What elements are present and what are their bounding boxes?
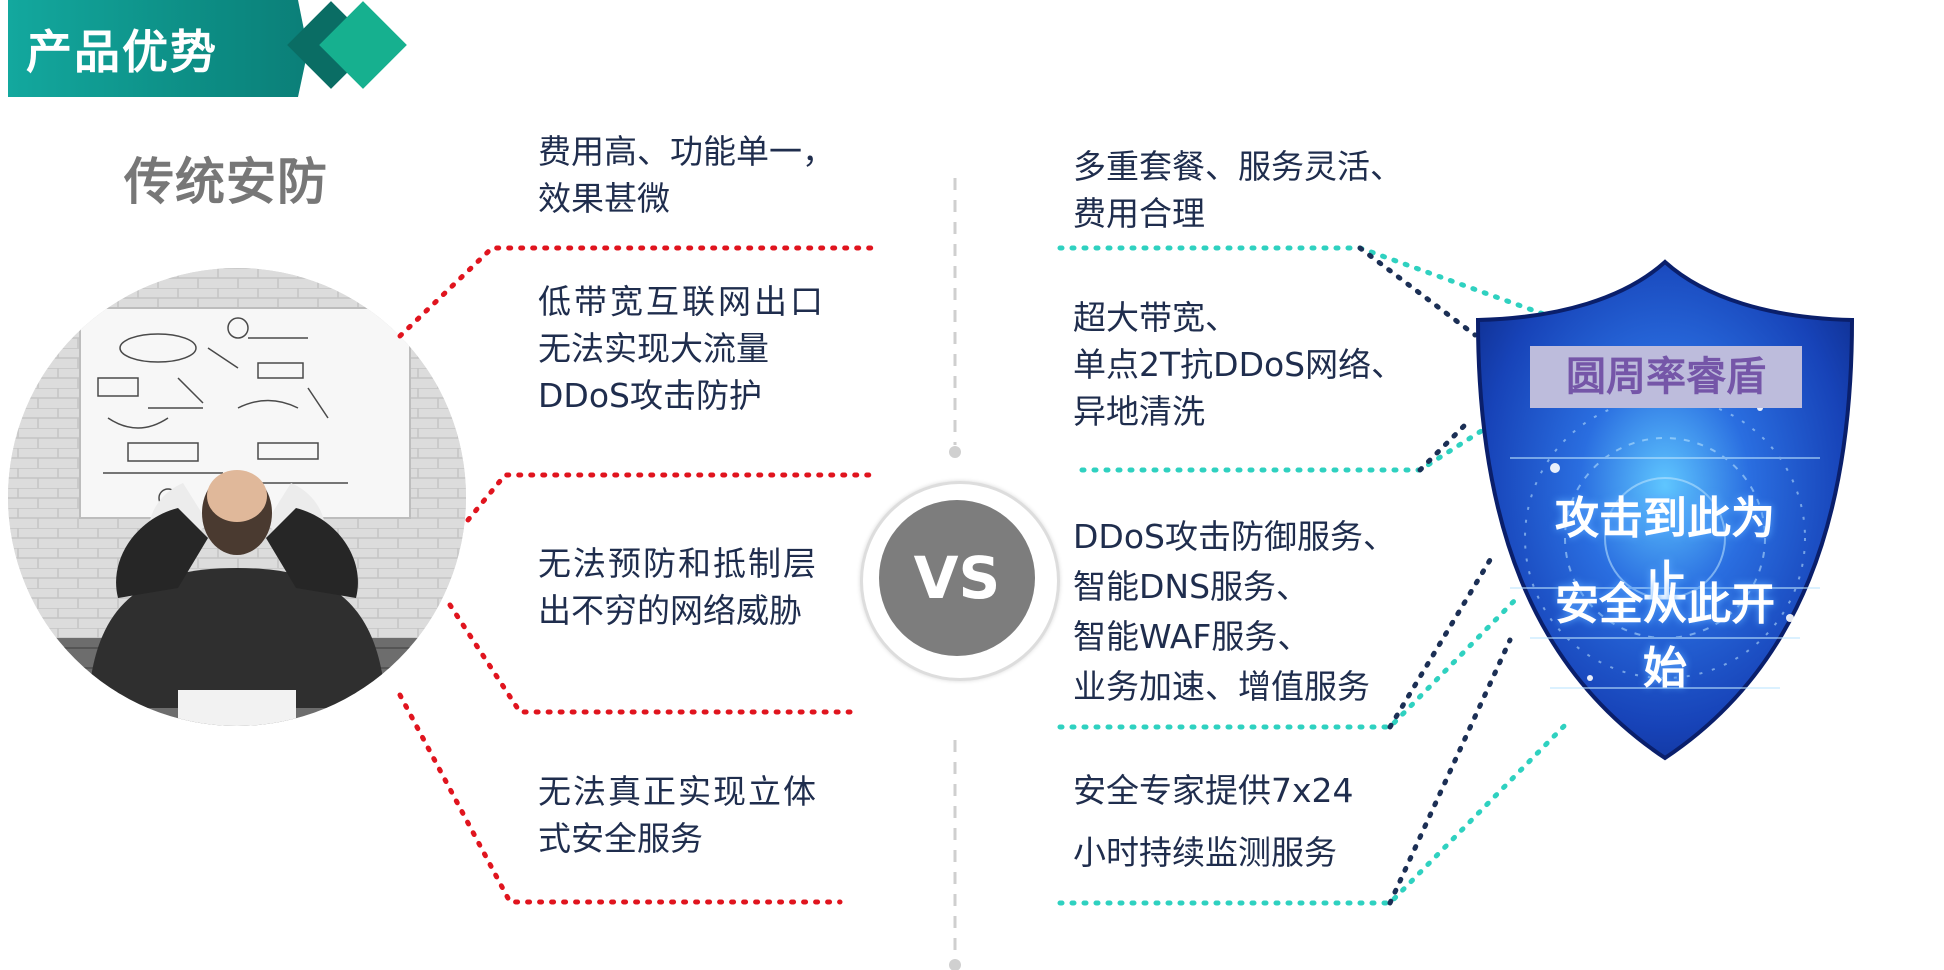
businessman-whiteboard-photo xyxy=(8,268,466,726)
right-point-2-line3: 异地清洗 xyxy=(1073,392,1205,431)
left-point-3-line2: 出不穷的网络威胁 xyxy=(538,591,802,630)
right-point-3-line1: DDoS攻击防御服务、 xyxy=(1073,517,1396,556)
left-point-4: 无法真正实现立体 式安全服务 xyxy=(538,768,818,862)
left-point-1-line2: 效果甚微 xyxy=(538,179,670,218)
right-point-3-line2: 智能DNS服务、 xyxy=(1073,567,1310,606)
right-point-4-line1: 安全专家提供7x24 xyxy=(1073,771,1354,810)
left-point-1: 费用高、功能单一， 效果甚微 xyxy=(538,128,835,222)
right-point-1: 多重套餐、服务灵活、 费用合理 xyxy=(1073,143,1403,237)
right-point-1-line2: 费用合理 xyxy=(1073,194,1205,233)
right-point-4-line2: 小时持续监测服务 xyxy=(1073,833,1337,872)
shield-slogan-line2: 安全从此开始 xyxy=(1555,579,1775,694)
right-point-2-line1: 超大带宽、 xyxy=(1073,298,1238,337)
traditional-security-title: 传统安防 xyxy=(124,153,328,211)
left-point-3: 无法预防和抵制层 出不穷的网络威胁 xyxy=(538,540,818,634)
right-point-3: DDoS攻击防御服务、 智能DNS服务、 智能WAF服务、 业务加速、增值服务 xyxy=(1073,512,1396,712)
right-point-2: 超大带宽、 单点2T抗DDoS网络、 异地清洗 xyxy=(1073,294,1404,435)
right-point-3-line4: 业务加速、增值服务 xyxy=(1073,667,1370,706)
left-point-1-line1: 费用高、功能单一， xyxy=(538,132,835,171)
left-point-2-line2: 无法实现大流量 xyxy=(538,329,769,368)
left-red-dotted-connectors xyxy=(397,245,883,905)
left-point-4-line1: 无法真正实现立体 xyxy=(538,772,818,811)
section-title: 产品优势 xyxy=(26,25,218,79)
divider-dot-top xyxy=(949,446,961,458)
right-point-2-line2: 单点2T抗DDoS网络、 xyxy=(1073,345,1405,384)
shield-brand-name: 圆周率睿盾 xyxy=(1566,354,1766,400)
right-point-3-line3: 智能WAF服务、 xyxy=(1073,617,1311,656)
right-navy-dotted-connectors xyxy=(1357,245,1513,906)
vs-badge: VS xyxy=(879,500,1035,656)
divider-dot-bottom xyxy=(949,959,961,970)
left-point-2: 低带宽互联网出口 无法实现大流量 DDoS攻击防护 xyxy=(538,278,826,419)
left-point-4-line2: 式安全服务 xyxy=(538,819,703,858)
vs-label: VS xyxy=(913,544,1001,612)
left-point-2-line3: DDoS攻击防护 xyxy=(538,376,762,415)
left-point-2-line1: 低带宽互联网出口 xyxy=(538,282,826,321)
shield-brand-backdrop xyxy=(1530,346,1802,408)
left-point-3-line1: 无法预防和抵制层 xyxy=(538,544,818,583)
shield-slogan-line1: 攻击到此为止 xyxy=(1555,493,1775,608)
right-point-1-line1: 多重套餐、服务灵活、 xyxy=(1073,147,1403,186)
right-point-4: 安全专家提供7x24 小时持续监测服务 xyxy=(1073,760,1354,884)
section-header-ribbon xyxy=(8,0,308,97)
